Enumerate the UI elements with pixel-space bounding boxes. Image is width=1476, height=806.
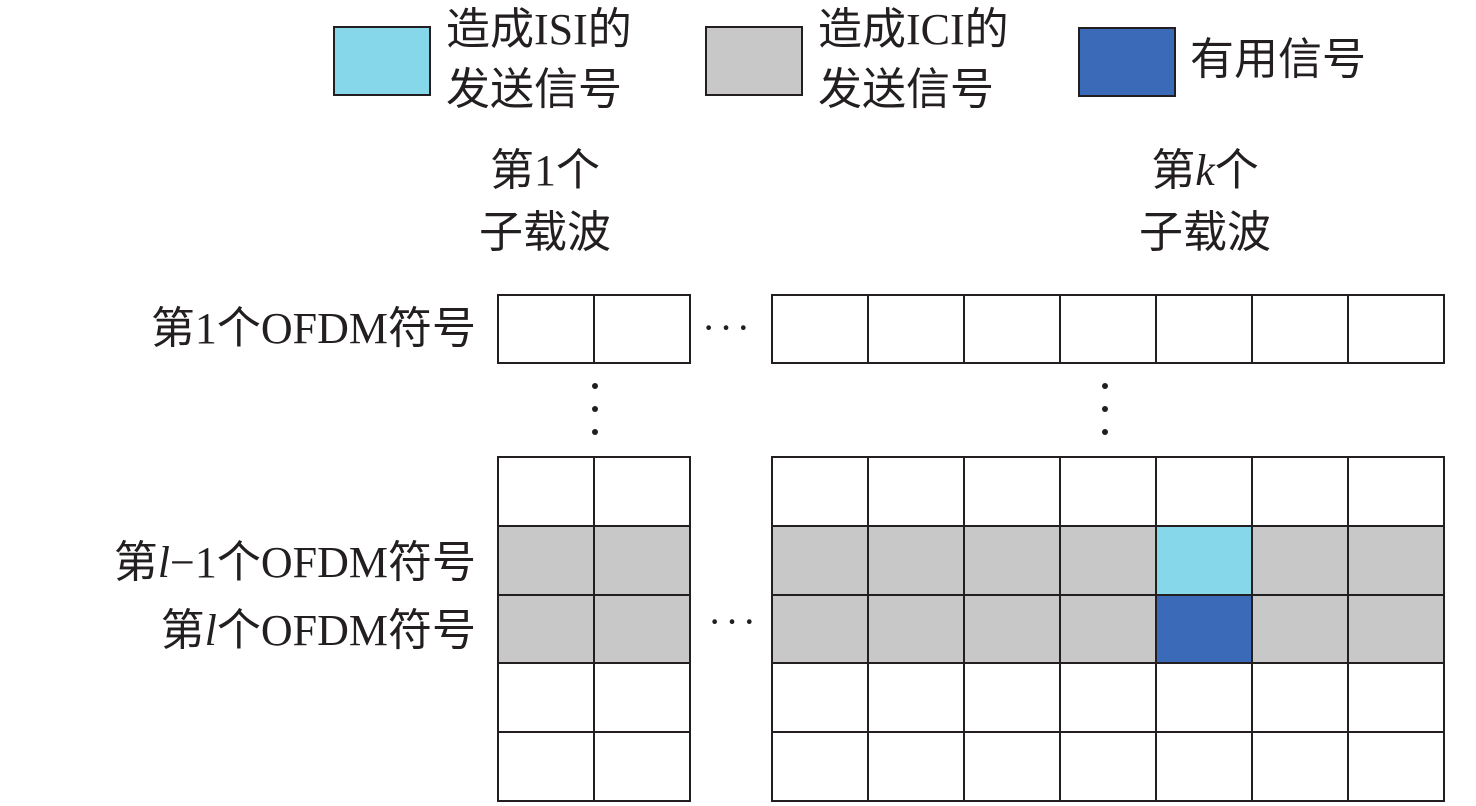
grid-cell-ici <box>1349 595 1445 665</box>
grid-cell <box>1253 733 1349 802</box>
grid-cell-useful <box>1157 595 1253 665</box>
grid-cell <box>595 664 691 734</box>
vertical-ellipsis-right <box>1102 383 1108 452</box>
column-label-kth-line1: 第k个 <box>1085 140 1325 202</box>
grid-cell-ici <box>1061 595 1157 665</box>
grid-cell <box>1253 296 1349 364</box>
legend-swatch-isi <box>333 26 431 96</box>
grid-cell-ici <box>1349 526 1445 596</box>
grid-bottom-right <box>771 456 1445 802</box>
grid-cell-ici <box>773 595 869 665</box>
legend-label-useful: 有用信号 <box>1190 35 1366 84</box>
variable: l <box>157 538 171 587</box>
grid-cell-ici <box>1253 526 1349 596</box>
legend-swatch-ici <box>705 26 803 96</box>
grid-top-right <box>771 294 1445 364</box>
grid-cell <box>595 458 691 527</box>
legend-label-ici: 造成ICI的发送信号 <box>818 0 1009 120</box>
grid-cell-ici <box>965 595 1061 665</box>
text: −1个OFDM符号 <box>170 538 476 587</box>
grid-cell <box>1061 458 1157 527</box>
grid-cell-ici <box>773 526 869 596</box>
grid-top-left <box>497 294 691 364</box>
legend-label-isi-line2: 发送信号 <box>446 65 622 114</box>
grid-cell-ici <box>499 526 595 596</box>
grid-cell <box>1157 733 1253 802</box>
legend-swatch-useful <box>1078 27 1176 97</box>
vertical-ellipsis-left <box>592 383 598 452</box>
grid-cell <box>1349 733 1445 802</box>
grid-cell <box>965 458 1061 527</box>
grid-cell <box>869 296 965 364</box>
grid-bottom-left <box>497 456 691 802</box>
grid-cell <box>965 733 1061 802</box>
row-label-first-symbol: 第1个OFDM符号 <box>150 304 476 353</box>
row-label-l-minus-1-symbol: 第l−1个OFDM符号 <box>114 538 476 588</box>
grid-cell <box>595 296 691 364</box>
grid-cell <box>499 733 595 802</box>
legend-label-ici-line1: 造成ICI的 <box>818 5 1009 54</box>
column-label-kth-line2: 子载波 <box>1139 208 1271 257</box>
horizontal-ellipsis-bottom: ··· <box>708 599 760 644</box>
grid-cell <box>773 296 869 364</box>
text: 个OFDM符号 <box>216 606 476 655</box>
legend-label-ici-line2: 发送信号 <box>818 65 994 114</box>
grid-cell <box>1349 664 1445 734</box>
legend-label-isi: 造成ISI的发送信号 <box>446 0 632 120</box>
column-label-kth-subcarrier: 第k个子载波 <box>1085 140 1325 264</box>
grid-cell <box>1157 664 1253 734</box>
grid-cell <box>1349 458 1445 527</box>
grid-cell-ici <box>499 595 595 665</box>
variable: l <box>204 606 217 655</box>
grid-cell-isi <box>1157 526 1253 596</box>
grid-cell <box>773 664 869 734</box>
grid-cell <box>965 296 1061 364</box>
text: 个 <box>1214 146 1259 195</box>
grid-cell <box>869 733 965 802</box>
text: 第 <box>160 606 205 655</box>
column-label-first-line2: 子载波 <box>479 208 611 257</box>
text: 第 <box>1151 146 1196 195</box>
grid-cell <box>499 296 595 364</box>
variable: k <box>1195 146 1215 195</box>
row-label-l-symbol: 第l个OFDM符号 <box>161 606 476 656</box>
grid-cell-ici <box>1253 595 1349 665</box>
grid-cell <box>869 664 965 734</box>
grid-cell <box>1157 296 1253 364</box>
grid-cell <box>869 458 965 527</box>
grid-cell <box>1349 296 1445 364</box>
grid-cell-ici <box>869 526 965 596</box>
grid-cell <box>499 458 595 527</box>
grid-cell <box>773 733 869 802</box>
column-label-first-subcarrier: 第1个子载波 <box>425 140 665 264</box>
grid-cell <box>1061 296 1157 364</box>
grid-cell-ici <box>595 526 691 596</box>
grid-cell <box>595 733 691 802</box>
grid-cell-ici <box>1061 526 1157 596</box>
horizontal-ellipsis-top: ··· <box>702 305 754 350</box>
text: 第 <box>113 538 158 587</box>
grid-cell-ici <box>965 526 1061 596</box>
grid-cell <box>499 664 595 734</box>
grid-cell <box>1157 458 1253 527</box>
grid-cell <box>1253 458 1349 527</box>
grid-cell-ici <box>869 595 965 665</box>
column-label-first-line1: 第1个 <box>490 146 600 195</box>
grid-cell <box>965 664 1061 734</box>
grid-cell <box>773 458 869 527</box>
grid-cell <box>1061 733 1157 802</box>
grid-cell <box>1253 664 1349 734</box>
grid-cell-ici <box>595 595 691 665</box>
legend-label-isi-line1: 造成ISI的 <box>446 5 632 54</box>
grid-cell <box>1061 664 1157 734</box>
